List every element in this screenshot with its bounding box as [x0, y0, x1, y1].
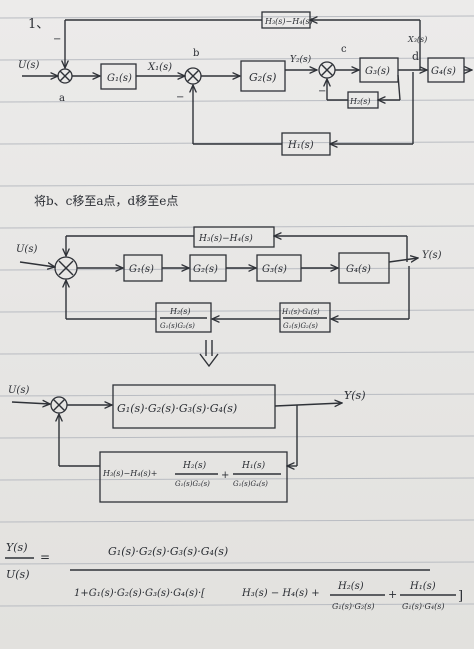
svg-text:G₂(s): G₂(s) — [193, 264, 218, 275]
minus-c: − — [318, 86, 326, 97]
diagram-original: 1、 U(s) a − G₁(s) X₁(s) b − G₂(s) — [18, 11, 472, 156]
svg-text:G₁(s)·G₂(s): G₁(s)·G₂(s) — [332, 602, 374, 611]
svg-text:H₁(s): H₁(s) — [241, 460, 266, 471]
input-label-2: U(s) — [16, 244, 37, 255]
block-h2-over-g1g2: H₂(s) G₁(s)G₂(s) — [155, 302, 212, 333]
block-h1: H₁(s) — [281, 132, 331, 156]
sum-junction-3 — [50, 396, 68, 414]
svg-text:G₄(s): G₄(s) — [431, 66, 456, 77]
input-label-3: U(s) — [8, 385, 29, 396]
signal-x1: X₁(s) — [147, 62, 172, 73]
svg-text:H₂(s): H₂(s) — [349, 97, 371, 106]
block-h3-h4-2: H₃(s)−H₄(s) — [193, 226, 275, 248]
transformation-note: 将b、c移至a点，d移至e点 — [34, 194, 178, 208]
svg-text:H₃(s)−H₄(s): H₃(s)−H₄(s) — [198, 233, 253, 244]
input-label-1: U(s) — [18, 60, 39, 71]
svg-text:H₁(s): H₁(s) — [287, 140, 314, 151]
node-a-label: a — [59, 93, 65, 104]
block-g1-2: G₁(s) — [123, 254, 163, 282]
svg-text:H₂(s): H₂(s) — [182, 460, 207, 471]
svg-text:G₁(s)·G₂(s)·G₃(s)·G₄(s): G₁(s)·G₂(s)·G₃(s)·G₄(s) — [117, 402, 237, 415]
svg-text:=: = — [40, 550, 50, 564]
transfer-function-formula: Y(s) U(s) = G₁(s)·G₂(s)·G₃(s)·G₄(s) 1+G₁… — [5, 541, 463, 611]
minus-b: − — [176, 92, 184, 103]
signal-x2: Y₂(s) — [290, 54, 312, 65]
block-g3: G₃(s) — [359, 57, 399, 83]
svg-text:H₂(s): H₂(s) — [337, 581, 364, 592]
sum-junction-b — [184, 67, 202, 85]
svg-text:G₁(s)·G₂(s)·G₃(s)·G₄(s): G₁(s)·G₂(s)·G₃(s)·G₄(s) — [108, 545, 228, 558]
svg-text:H₁(s): H₁(s) — [409, 581, 436, 592]
svg-text:G₁(s)G₂(s): G₁(s)G₂(s) — [160, 322, 195, 330]
output-label-2: Y(s) — [422, 250, 442, 261]
sum-junction-c — [318, 61, 336, 79]
svg-text:+: + — [388, 588, 397, 601]
svg-text:G₃(s): G₃(s) — [262, 264, 287, 275]
signal-x3: X₃(s) — [407, 35, 427, 44]
output-label-3: Y(s) — [344, 389, 366, 402]
svg-text:+: + — [221, 470, 229, 481]
block-g4-2: G₄(s) — [338, 252, 390, 284]
block-g1: G₁(s) — [100, 63, 137, 90]
svg-text:G₁(s)G₂(s): G₁(s)G₂(s) — [175, 480, 210, 488]
svg-text:H₃(s)−H₄(s)+: H₃(s)−H₄(s)+ — [102, 469, 157, 478]
block-h1g4-over-g1g2: H₁(s)·G₄(s) G₁(s)G₂(s) — [279, 302, 331, 333]
diagram-moved-points: U(s) G₁(s) G₂(s) G₃(s) G₄(s) Y(s) — [16, 226, 442, 333]
node-d-label: d — [412, 50, 419, 63]
svg-text:G₁(s)G₂(s): G₁(s)G₂(s) — [283, 322, 318, 330]
svg-text:G₄(s): G₄(s) — [346, 264, 371, 275]
svg-text:H₁(s)·G₄(s): H₁(s)·G₄(s) — [281, 308, 320, 316]
node-b-label: b — [193, 48, 199, 59]
svg-text:H₂(s): H₂(s) — [169, 307, 191, 316]
svg-text:Y(s): Y(s) — [6, 541, 28, 554]
svg-text:G₁(s): G₁(s) — [107, 73, 132, 84]
problem-number: 1、 — [28, 17, 49, 32]
svg-text:G₂(s): G₂(s) — [249, 71, 276, 84]
svg-text:]: ] — [458, 589, 463, 604]
block-forward-product: G₁(s)·G₂(s)·G₃(s)·G₄(s) — [112, 384, 276, 429]
svg-text:1+G₁(s)·G₂(s)·G₃(s)·G₄(s)·[: 1+G₁(s)·G₂(s)·G₃(s)·G₄(s)·[ — [74, 588, 205, 599]
block-g3-2: G₃(s) — [256, 254, 302, 282]
svg-text:H₃(s)−H₄(s): H₃(s)−H₄(s) — [264, 17, 313, 26]
block-g2-2: G₂(s) — [189, 254, 227, 282]
svg-text:G₁(s): G₁(s) — [129, 264, 154, 275]
equivalence-arrow — [199, 340, 219, 368]
block-feedback-combined: H₃(s)−H₄(s)+ H₂(s) G₁(s)G₂(s) + H₁(s) G₁… — [99, 451, 288, 503]
diagram-simplified: U(s) G₁(s)·G₂(s)·G₃(s)·G₄(s) Y(s) H₃(s)−… — [8, 384, 366, 503]
block-g2: G₂(s) — [240, 60, 286, 92]
node-c-label: c — [341, 44, 347, 55]
block-h3-h4: H₃(s)−H₄(s) — [261, 11, 313, 29]
ruled-lines — [0, 15, 474, 607]
sum-junction-a — [57, 68, 73, 84]
svg-text:G₁(s)·G₄(s): G₁(s)·G₄(s) — [402, 602, 444, 611]
svg-text:H₃(s) − H₄(s) +: H₃(s) − H₄(s) + — [241, 588, 320, 599]
svg-text:G₁(s)G₄(s): G₁(s)G₄(s) — [233, 480, 268, 488]
svg-text:G₃(s): G₃(s) — [365, 66, 390, 77]
sum-junction-2 — [54, 256, 78, 280]
minus-a: − — [53, 34, 61, 45]
block-g4: G₄(s) — [427, 57, 465, 83]
svg-text:U(s): U(s) — [6, 568, 30, 581]
